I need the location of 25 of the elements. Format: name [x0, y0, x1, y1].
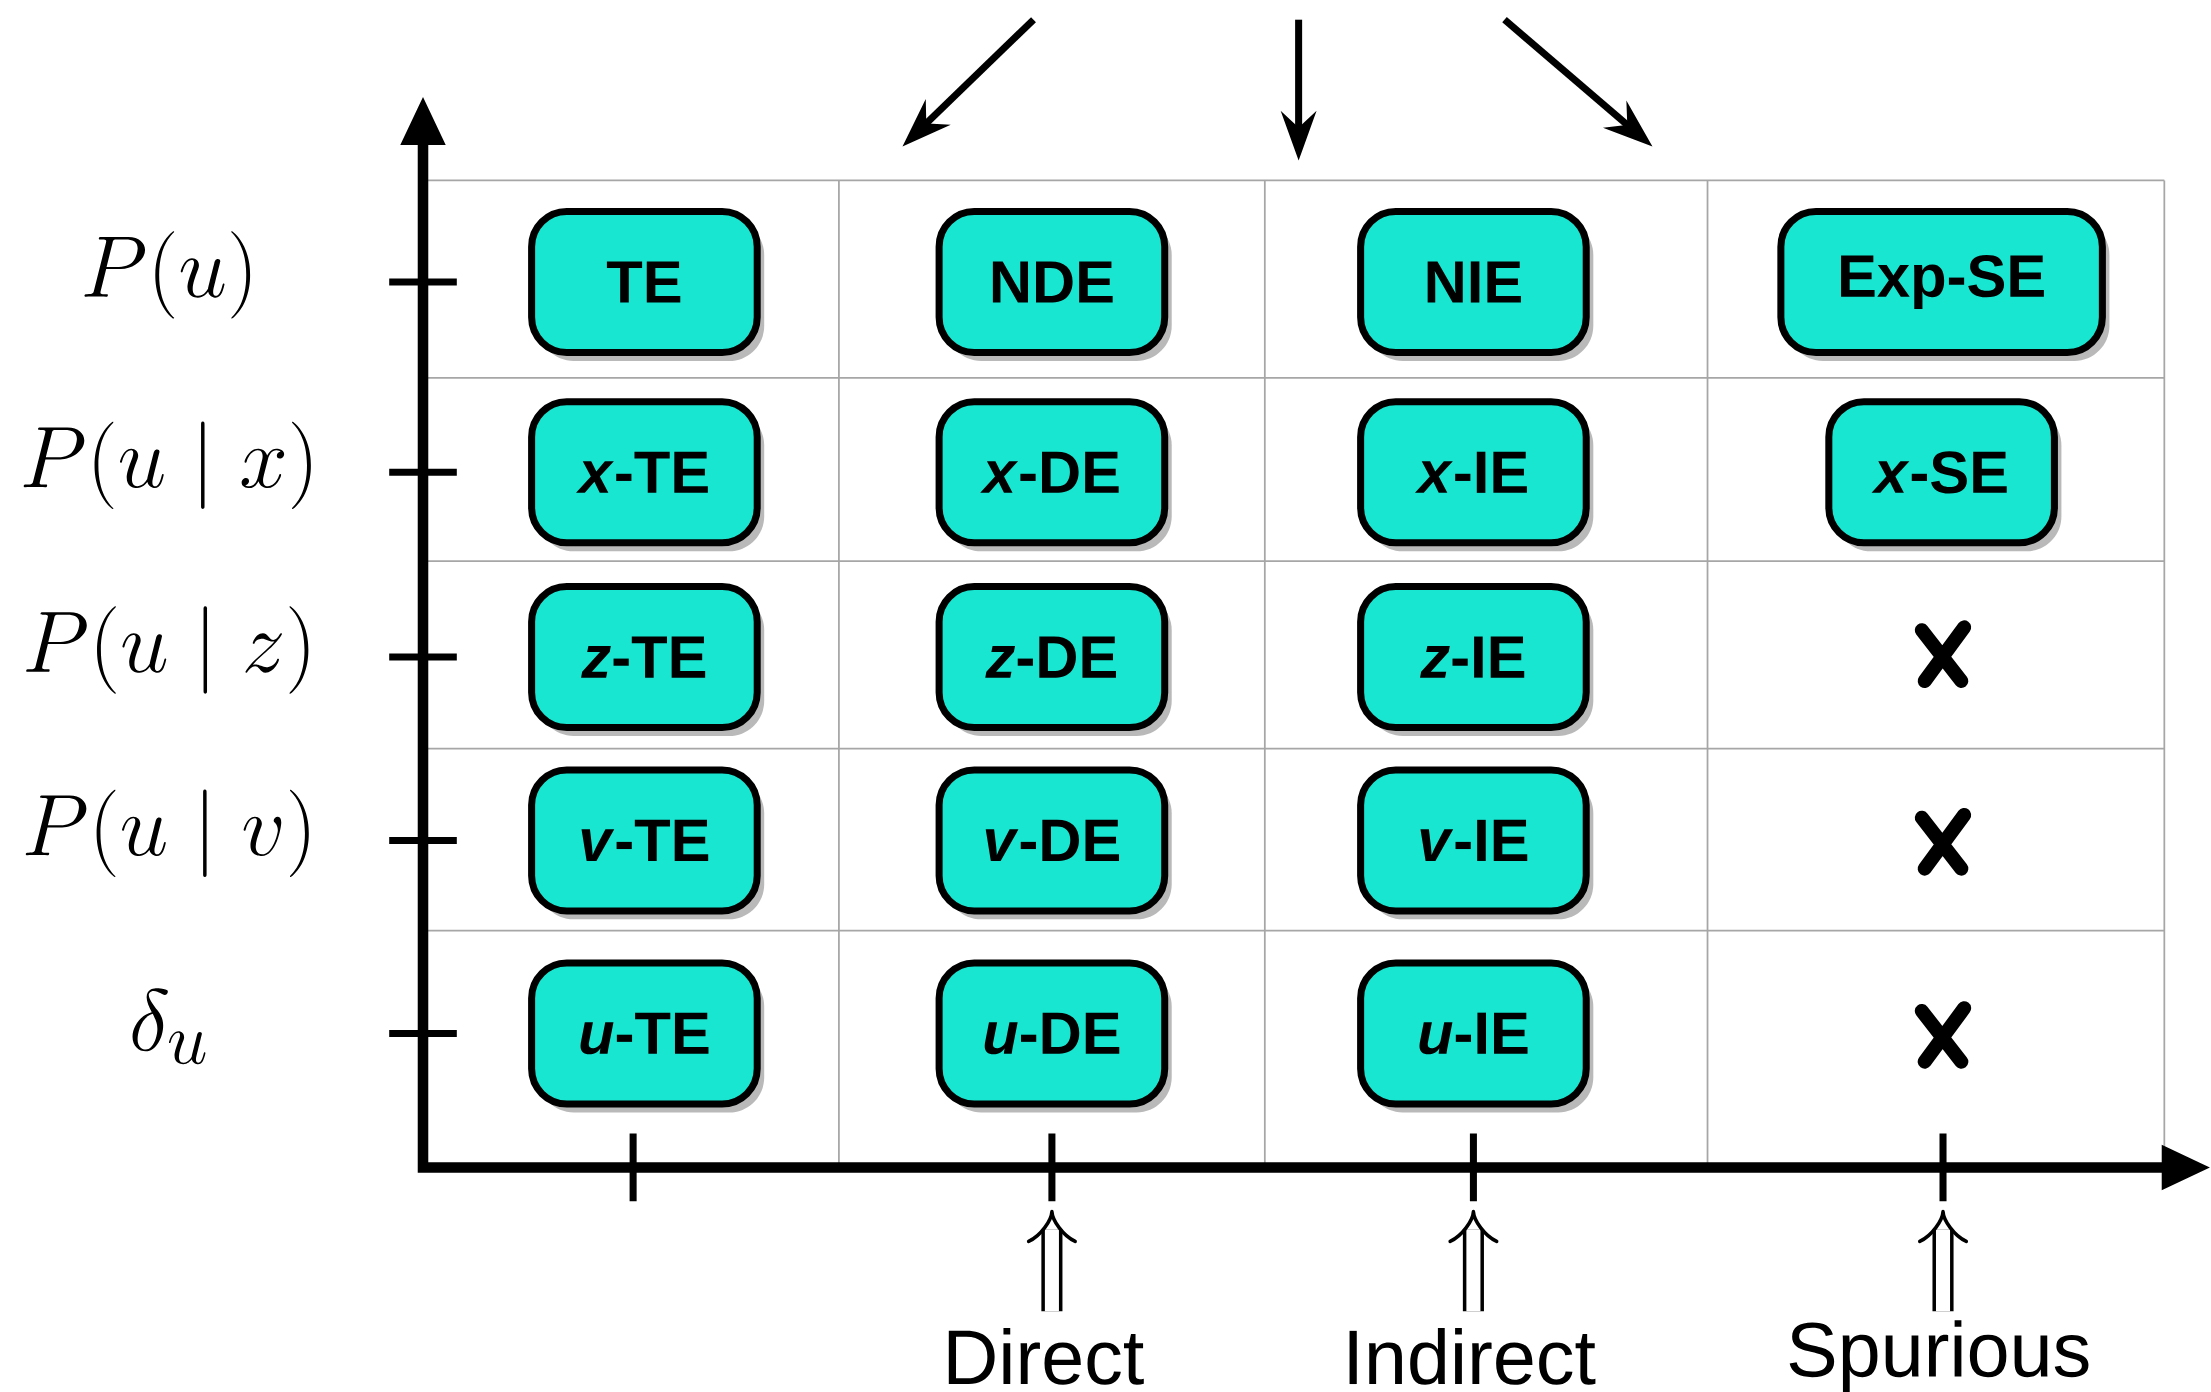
effect-box: Exp-SE — [1777, 208, 2110, 361]
effect-box: z-IE — [1357, 583, 1594, 736]
effect-box: NIE — [1357, 208, 1594, 361]
column-label: Direct — [948, 1328, 1144, 1385]
effect-box: u-IE — [1357, 959, 1594, 1113]
effect-box: z-DE — [935, 583, 1172, 736]
row-label: $P(u \mid v)$ — [25, 789, 309, 877]
effect-box: TE — [528, 208, 765, 361]
effect-box: x-DE — [935, 398, 1172, 552]
effect-box: NDE — [935, 208, 1172, 361]
effect-box: x-TE — [528, 398, 765, 552]
effect-box: x-SE — [1825, 398, 2062, 552]
effect-box: v-IE — [1357, 766, 1594, 920]
effect-box: x-IE — [1357, 398, 1594, 552]
effect-box: u-TE — [528, 959, 765, 1113]
effect-box: z-TE — [528, 583, 765, 736]
effect-box: v-DE — [935, 766, 1172, 920]
column-label: Spurious — [1789, 1320, 2089, 1392]
row-label: $P(u \mid z)$ — [26, 606, 309, 694]
effect-box: u-DE — [935, 959, 1172, 1113]
row-label: $\delta_u$ — [132, 988, 206, 1065]
effect-box: v-TE — [528, 766, 765, 920]
row-label: $P(u \mid x)$ — [23, 421, 311, 509]
column-label: Indirect — [1349, 1328, 1596, 1385]
row-label: $P(u)$ — [84, 231, 251, 319]
